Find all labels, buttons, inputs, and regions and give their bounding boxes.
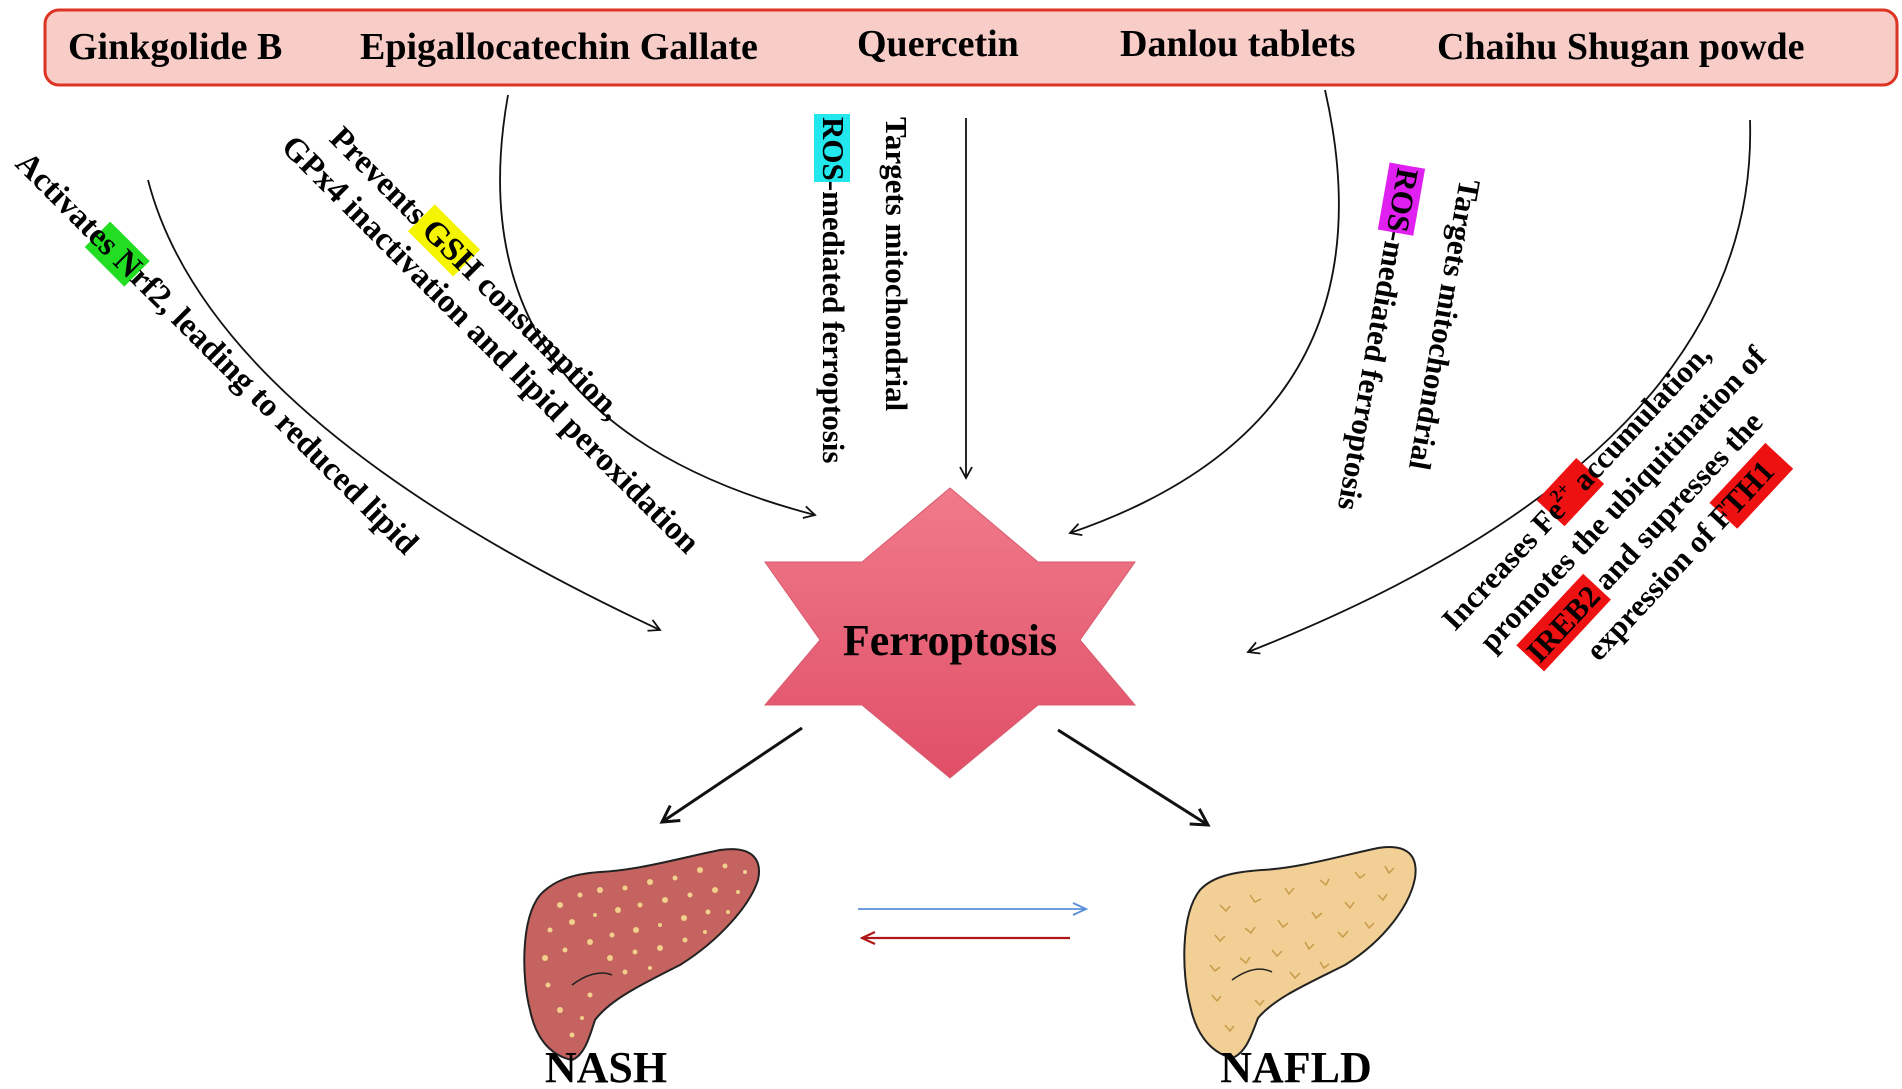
mechanism-arrows <box>147 89 1751 655</box>
mechanism-chaihu: Increases Fe2+ accumulation, promotes th… <box>1435 337 1794 672</box>
svg-text:Prevents GSH consumption,: Prevents GSH consumption, <box>322 120 629 427</box>
arrow-danlou <box>1068 89 1340 536</box>
ros-label-danlou: ROS <box>1380 166 1426 235</box>
svg-text:IREB2 and supresses the: IREB2 and supresses the <box>1519 404 1769 669</box>
quercetin-text-line1: Targets mitochondrial <box>879 117 914 412</box>
mechanism-quercetin: Targets mitochondrial ROS-mediated ferro… <box>814 114 914 463</box>
nafld-texture <box>1209 865 1395 1033</box>
compound-danlou: Danlou tablets <box>1120 23 1355 65</box>
svg-text:ROS-mediated ferroptosis: ROS-mediated ferroptosis <box>816 117 851 463</box>
arrow-to-nafld <box>1057 728 1211 827</box>
quercetin-text-line2: -mediated ferroptosis <box>816 181 851 464</box>
nafld-liver <box>1183 846 1417 1060</box>
nash-liver-fold <box>571 972 613 986</box>
nash-fat-dots <box>542 863 747 1038</box>
nash-label: NASH <box>545 1043 667 1089</box>
compound-ginkgolide-b: Ginkgolide B <box>68 26 282 68</box>
ginkgolide-text-pre: Activates <box>8 145 131 268</box>
nafld-liver-fold <box>1231 968 1273 981</box>
ros-highlight-danlou <box>1377 162 1426 236</box>
ros-label-quercetin: ROS <box>816 117 851 181</box>
gsh-highlight <box>407 204 481 277</box>
fe-highlight <box>1536 457 1605 527</box>
banner-box <box>43 8 1899 87</box>
nash-liver <box>523 848 760 1062</box>
ferroptosis-label: Ferroptosis <box>843 616 1057 665</box>
ireb2-highlight <box>1516 573 1611 672</box>
arrow-ginkgolide <box>147 179 662 632</box>
ros-highlight-quercetin <box>814 114 850 182</box>
nafld-label: NAFLD <box>1220 1043 1372 1089</box>
compound-chaihu: Chaihu Shugan powde <box>1437 26 1805 68</box>
compound-banner: Ginkgolide B Epigallocatechin Gallate Qu… <box>43 8 1899 87</box>
compound-quercetin: Quercetin <box>857 23 1019 65</box>
ferroptosis-node: Ferroptosis <box>763 487 1137 779</box>
arrow-egcg <box>499 94 817 519</box>
nafld-liver-shape <box>1183 846 1417 1060</box>
ginkgolide-text-post: , leading to reduced lipid <box>153 290 425 562</box>
mechanism-danlou: Targets mitochondrial ROS-mediated ferro… <box>1331 162 1488 513</box>
arrow-chaihu <box>1246 119 1751 655</box>
nrf2-highlight <box>84 221 150 287</box>
ferroptosis-star <box>763 487 1137 779</box>
fth1-highlight <box>1709 442 1794 529</box>
nash-liver-shape <box>523 848 760 1062</box>
danlou-text-line2: -mediated ferroptosis <box>1331 229 1415 513</box>
arrow-to-nash <box>659 726 803 824</box>
compound-egcg: Epigallocatechin Gallate <box>360 26 758 68</box>
